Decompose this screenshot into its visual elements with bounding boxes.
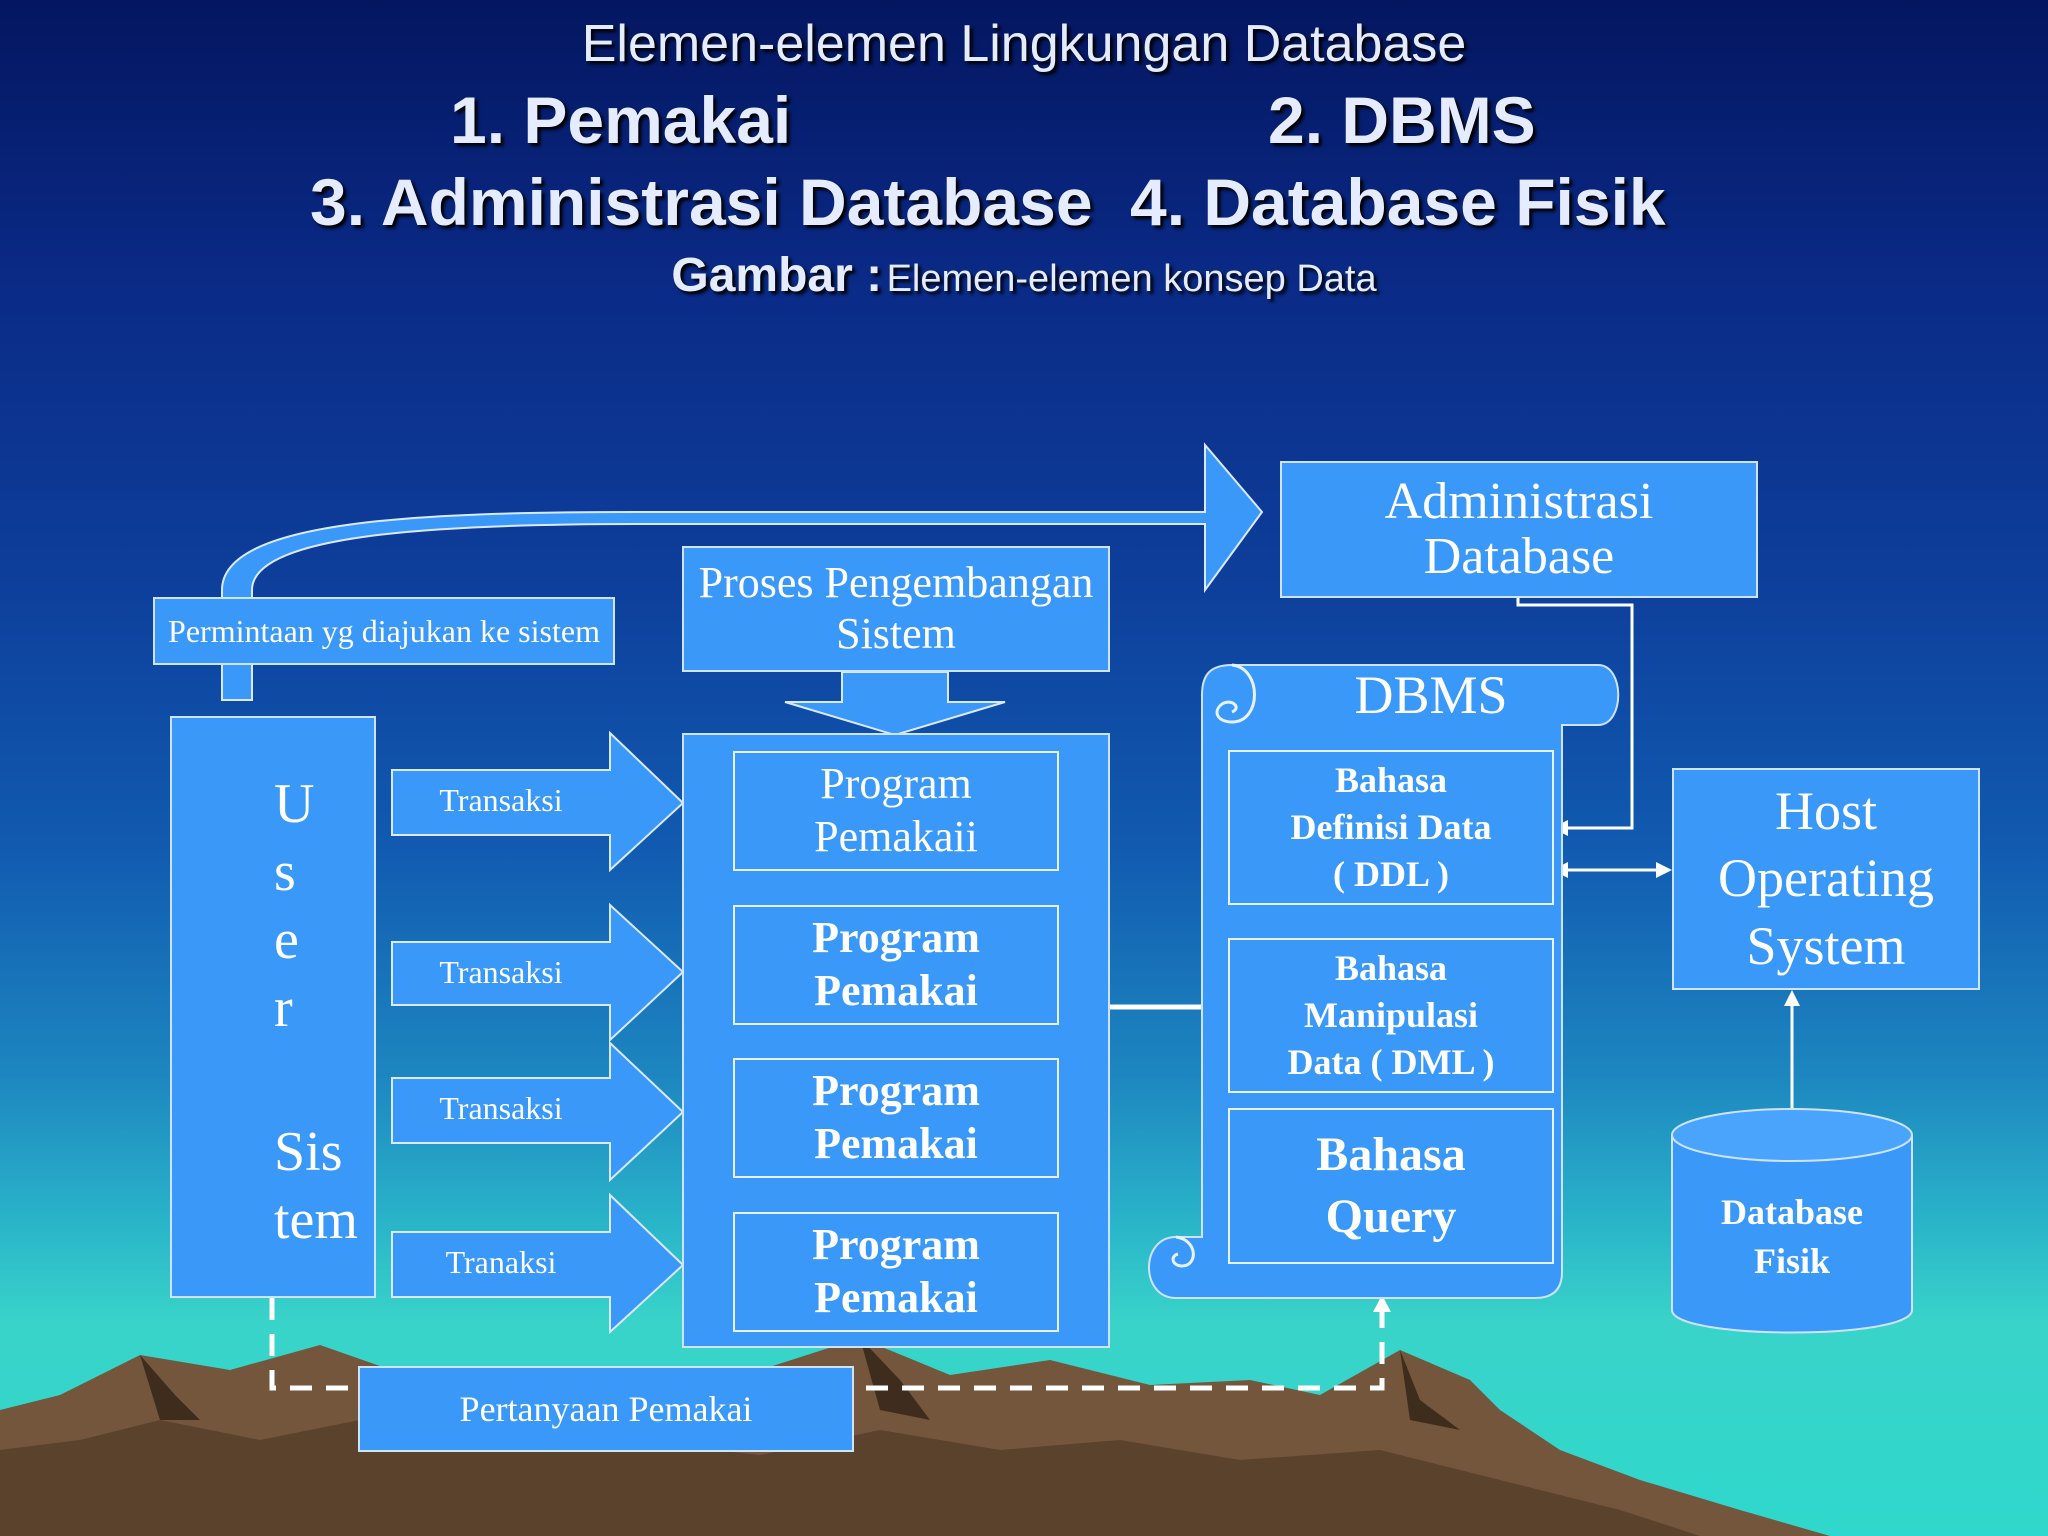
program-pemakai-container: Program Pemakaii Program Pemakai Program… bbox=[682, 733, 1110, 1348]
permintaan-box: Permintaan yg diajukan ke sistem bbox=[153, 597, 615, 665]
transaksi-label-3: Transaksi bbox=[439, 1090, 563, 1126]
query-dashed-line bbox=[269, 1298, 1385, 1391]
transaksi-label-4: Tranaksi bbox=[445, 1244, 557, 1280]
user-sistem-box: U s e r Sis tem bbox=[170, 716, 376, 1298]
caption-text: Elemen-elemen konsep Data bbox=[886, 258, 1377, 300]
request-arrow bbox=[221, 442, 1264, 701]
element-item-4: 4. Database Fisik bbox=[1130, 165, 1666, 239]
proses-pengembangan-box: Proses Pengembangan Sistem bbox=[682, 546, 1110, 672]
ddl-box: Bahasa Definisi Data ( DDL ) bbox=[1228, 750, 1554, 905]
database-fisik-label: Database Fisik bbox=[1721, 1192, 1863, 1281]
database-fisik-cylinder bbox=[1671, 1108, 1913, 1334]
host-os-box: Host Operating System bbox=[1672, 768, 1980, 990]
program-box-4: Program Pemakai bbox=[733, 1212, 1059, 1332]
element-item-2: 2. DBMS bbox=[1268, 83, 1536, 157]
dbms-scroll bbox=[1148, 664, 1620, 1299]
transaksi-label-2: Transaksi bbox=[439, 954, 563, 990]
program-box-2: Program Pemakai bbox=[733, 905, 1059, 1025]
program-box-3: Program Pemakai bbox=[733, 1058, 1059, 1178]
query-box: Bahasa Query bbox=[1228, 1108, 1554, 1264]
caption-label: Gambar : bbox=[671, 249, 883, 302]
program-box-1: Program Pemakaii bbox=[733, 751, 1059, 871]
proses-down-arrow bbox=[784, 671, 1006, 737]
slide-subtitle: Elemen-elemen Lingkungan Database bbox=[581, 15, 1467, 73]
user-label: U s e r bbox=[274, 773, 315, 1039]
admin-to-ddl-line bbox=[1516, 598, 1634, 830]
element-item-3: 3. Administrasi Database bbox=[310, 165, 1093, 239]
figure-caption: Gambar : Elemen-elemen konsep Data bbox=[0, 248, 2048, 303]
sistem-label: Sis tem bbox=[274, 1121, 358, 1251]
element-item-1: 1. Pemakai bbox=[450, 83, 792, 157]
dbms-title: DBMS bbox=[1354, 665, 1508, 725]
dml-box: Bahasa Manipulasi Data ( DML ) bbox=[1228, 938, 1554, 1093]
admin-database-box: Administrasi Database bbox=[1280, 461, 1758, 598]
pertanyaan-pemakai-box: Pertanyaan Pemakai bbox=[358, 1366, 854, 1452]
transaksi-label-1: Transaksi bbox=[439, 782, 563, 818]
transaksi-arrows bbox=[391, 730, 685, 1335]
